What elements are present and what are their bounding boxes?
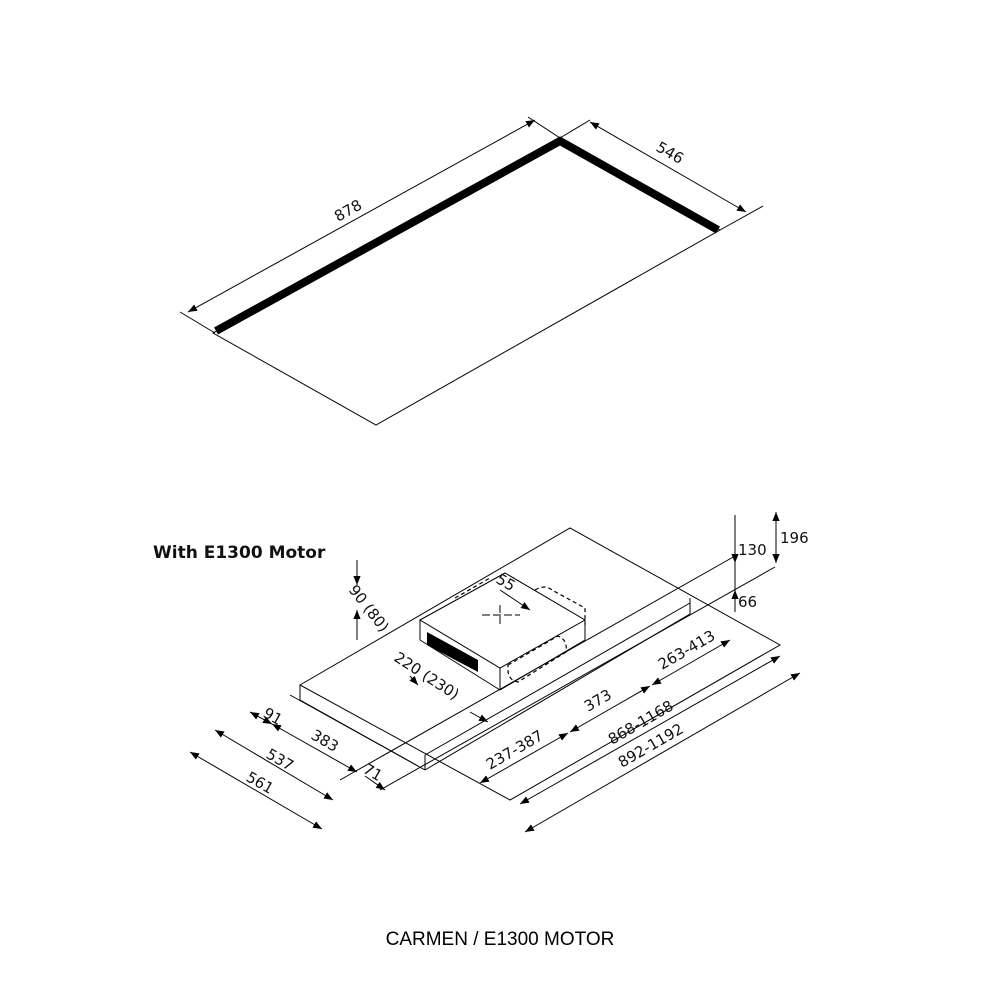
top-panel-view: 878 546 bbox=[179, 116, 764, 426]
dim-66: 66 bbox=[738, 593, 757, 611]
drawing-caption: CARMEN / E1300 MOTOR bbox=[385, 929, 615, 950]
dim-55: 55 bbox=[493, 570, 519, 595]
extension-line bbox=[719, 205, 764, 231]
extension-line bbox=[527, 116, 561, 139]
extension-line bbox=[559, 119, 591, 139]
hood-top-outline bbox=[298, 527, 782, 801]
dim-196: 196 bbox=[780, 529, 809, 547]
dim-537: 537 bbox=[263, 745, 297, 775]
dim-90-80: 90 (80) bbox=[345, 581, 393, 635]
dim-383: 383 bbox=[308, 726, 342, 756]
dim-546: 546 bbox=[653, 138, 687, 168]
dim-line-546 bbox=[589, 121, 747, 213]
dim-237-387: 237-387 bbox=[483, 727, 546, 774]
dim-130: 130 bbox=[738, 541, 767, 559]
extension-line bbox=[179, 311, 216, 334]
panel-thick-edge bbox=[214, 136, 720, 335]
dim-91: 91 bbox=[260, 704, 286, 729]
dim-878: 878 bbox=[331, 196, 365, 226]
dim-line-878 bbox=[187, 119, 536, 313]
dim-71: 71 bbox=[360, 760, 386, 785]
outlet-grille bbox=[427, 632, 478, 672]
dim-263-413: 263-413 bbox=[655, 627, 718, 674]
motor-heading: With E1300 Motor bbox=[153, 543, 326, 563]
panel-outline bbox=[211, 137, 722, 426]
dim-373: 373 bbox=[581, 686, 615, 716]
